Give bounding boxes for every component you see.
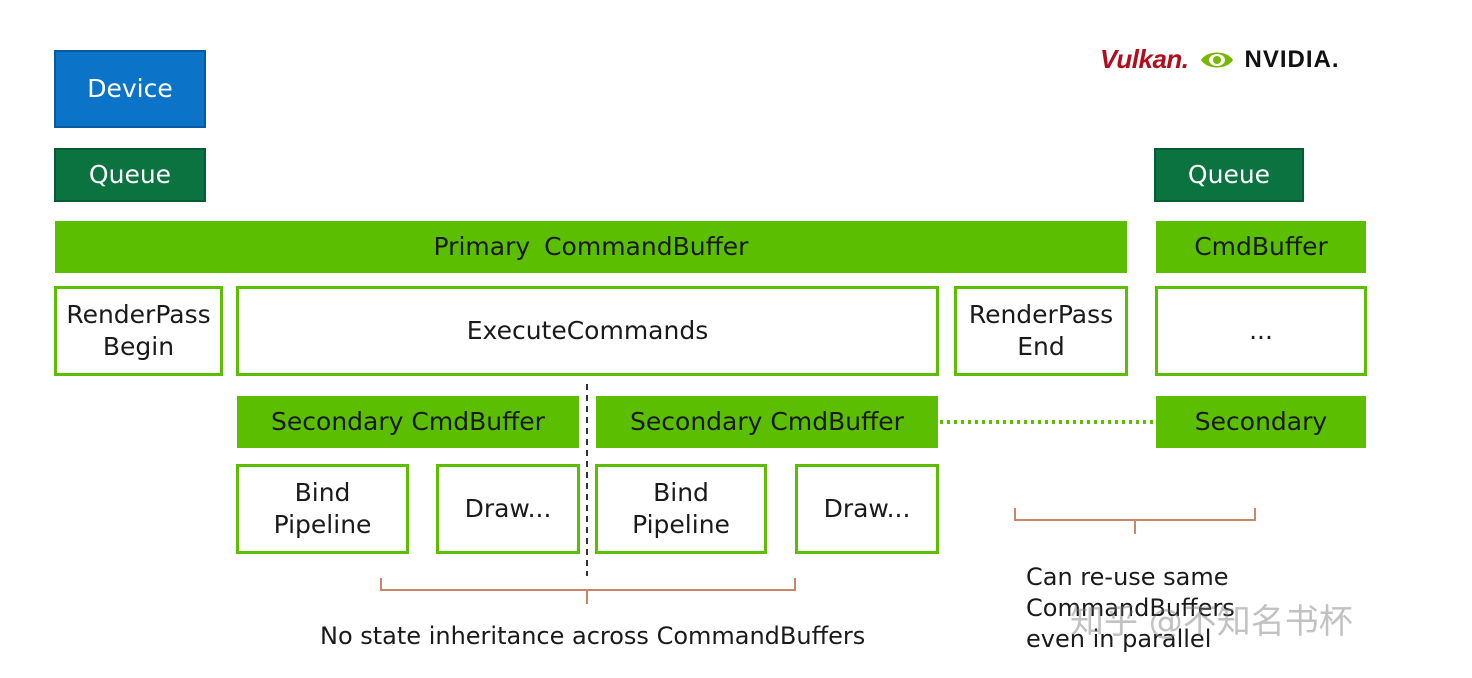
primary-commandbuffer-bar: Primary CommandBuffer — [55, 221, 1127, 273]
bind-pipeline-a-line2: Pipeline — [273, 510, 372, 539]
cmdbuffer-bar-right: CmdBuffer — [1156, 221, 1366, 273]
nvidia-eye-icon — [1200, 52, 1233, 67]
renderpass-end-box: RenderPass End — [954, 286, 1128, 376]
reuse-note: Can re-use same CommandBuffers even in p… — [1026, 562, 1235, 656]
reuse-note-line1: Can re-use same — [1026, 563, 1229, 591]
queue-box-left: Queue — [54, 148, 206, 202]
vulkan-logo: Vulkan. — [1100, 44, 1189, 74]
logos: Vulkan. NVIDIA. — [1100, 44, 1340, 75]
renderpass-begin-line1: RenderPass — [66, 299, 211, 329]
secondary-cmdbuffer-a: Secondary CmdBuffer — [237, 396, 579, 448]
renderpass-end-line1: RenderPass — [968, 299, 1114, 329]
bind-pipeline-b-line2: Pipeline — [632, 510, 730, 539]
renderpass-end-line2: End — [1017, 332, 1065, 361]
device-box: Device — [54, 50, 206, 128]
bind-pipeline-a-line1: Bind — [294, 477, 351, 507]
queue-box-right: Queue — [1154, 148, 1304, 202]
draw-b-box: Draw... — [795, 464, 939, 554]
renderpass-begin-line2: Begin — [102, 332, 175, 361]
draw-a-box: Draw... — [436, 464, 580, 554]
right-bracket — [1014, 508, 1256, 534]
secondary-bar-right: Secondary — [1156, 396, 1366, 448]
execute-commands-box: ExecuteCommands — [236, 286, 939, 376]
secondary-cmdbuffer-b: Secondary CmdBuffer — [596, 396, 938, 448]
bind-pipeline-a-box: Bind Pipeline — [236, 464, 409, 554]
nvidia-logo: NVIDIA. — [1244, 45, 1340, 73]
no-state-inheritance-note: No state inheritance across CommandBuffe… — [320, 622, 866, 650]
renderpass-begin-box: RenderPass Begin — [54, 286, 223, 376]
ellipsis-box: ... — [1155, 286, 1367, 376]
left-bracket — [380, 578, 796, 604]
bind-pipeline-b-box: Bind Pipeline — [595, 464, 767, 554]
watermark: 知乎 @不知名书杯 — [1070, 602, 1353, 642]
bind-pipeline-b-line1: Bind — [653, 477, 709, 507]
reuse-note-line2: CommandBuffers — [1026, 594, 1235, 623]
reuse-note-line3: even in parallel — [1026, 625, 1212, 654]
